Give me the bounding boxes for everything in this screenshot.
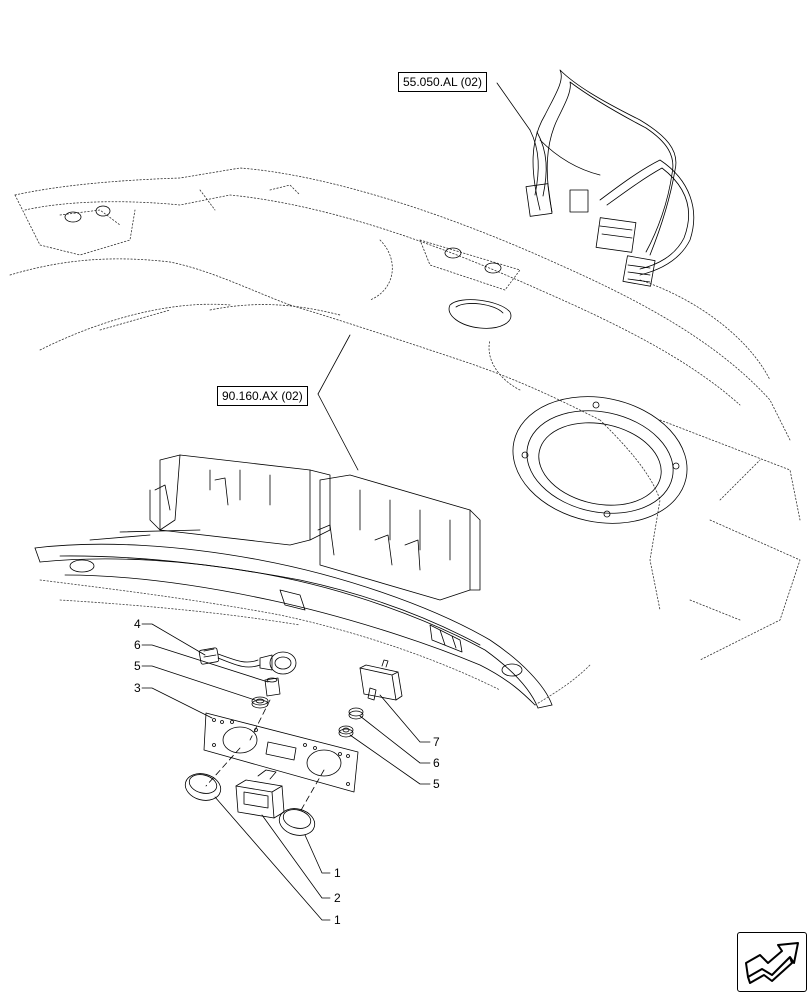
- part-6-left-socket: [264, 677, 281, 697]
- callout-1-left: 1: [334, 913, 341, 927]
- callout-5-right: 5: [433, 777, 440, 791]
- reference-90-160-ax[interactable]: 90.160.AX (02): [217, 386, 308, 406]
- callout-6-right: 6: [433, 756, 440, 770]
- assembly-hidden-lines: [39, 579, 591, 706]
- callout-5-left: 5: [134, 659, 141, 673]
- callout-6-left: 6: [134, 638, 141, 652]
- callout-1-right: 1: [334, 866, 341, 880]
- dash-vents: [64, 205, 512, 329]
- part-4-lamp-lead: [198, 647, 297, 675]
- alignment-lines: [205, 699, 325, 813]
- part-2-rocker-switch: [235, 769, 285, 819]
- leader-lines: [141, 82, 531, 921]
- next-page-button[interactable]: [737, 932, 807, 992]
- callout-4: 4: [134, 617, 141, 631]
- part-5-right-nut: [338, 725, 354, 738]
- next-arrow-icon: [745, 942, 799, 984]
- console-panel-assembly: [34, 454, 553, 709]
- dashboard-outline: [9, 167, 801, 661]
- part-1-right-lens: [278, 808, 316, 836]
- part-3-mounting-plate: [203, 712, 359, 793]
- callout-2: 2: [334, 891, 341, 905]
- part-6-right-socket: [348, 707, 364, 720]
- part-1-left-lens: [184, 773, 222, 801]
- part-7-switch: [359, 659, 403, 701]
- callout-7: 7: [433, 735, 440, 749]
- part-5-left-nut: [251, 696, 269, 709]
- wiring-harness: [525, 69, 694, 287]
- dash-round-vent: [512, 396, 688, 524]
- reference-55-050-al[interactable]: 55.050.AL (02): [398, 72, 487, 92]
- callout-3: 3: [134, 681, 141, 695]
